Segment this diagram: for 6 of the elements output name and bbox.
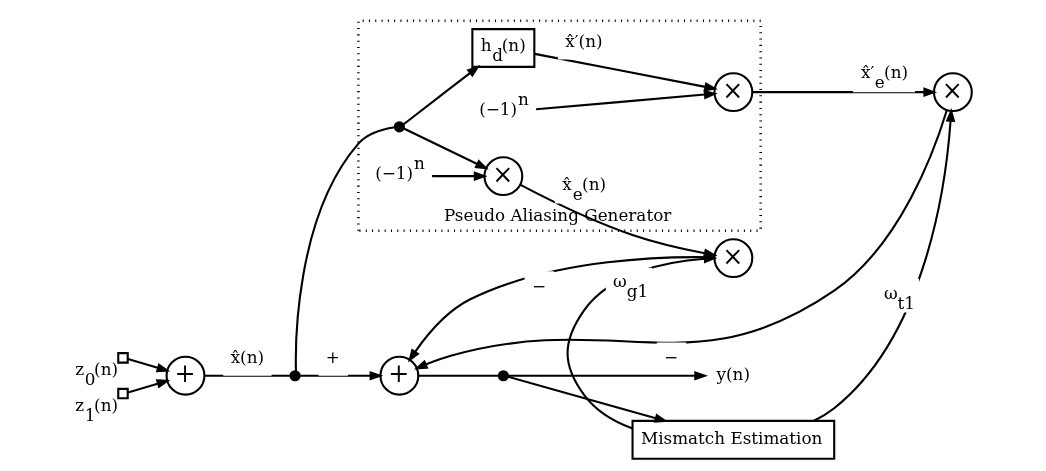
edge-label: x̂(n): [230, 346, 264, 367]
edge-label: +: [325, 346, 340, 367]
edge-label: −: [663, 347, 678, 368]
edge-label: x̂′(n): [564, 30, 603, 51]
edge-label: −: [531, 276, 546, 297]
node-text: y(n): [716, 363, 750, 384]
